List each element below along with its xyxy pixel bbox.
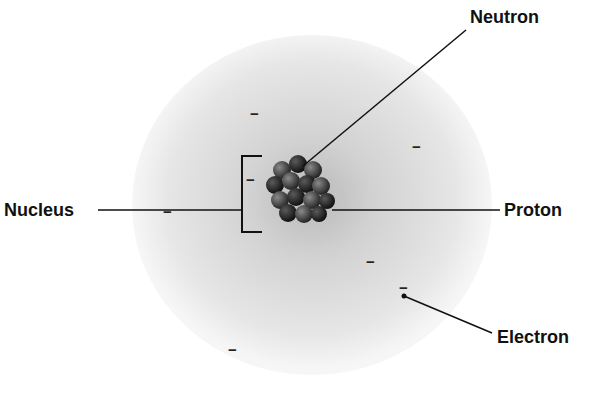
nucleus-bracket	[242, 156, 262, 232]
electron-charge: −	[228, 342, 237, 357]
leader-line	[303, 30, 466, 166]
electron-charge: −	[399, 280, 408, 295]
leader-line	[404, 296, 492, 333]
electron-charge: −	[412, 139, 421, 154]
part-label: Electron	[497, 328, 569, 346]
electron-cloud	[132, 35, 492, 375]
part-label: Proton	[504, 201, 562, 219]
electron-charge: −	[246, 172, 255, 187]
electron-charge: −	[163, 204, 172, 219]
electron-charge: −	[366, 254, 375, 269]
electron-charge: −	[250, 106, 259, 121]
leader-line	[332, 209, 500, 211]
nucleus-cluster	[266, 155, 335, 223]
part-label: Nucleus	[4, 201, 74, 219]
part-label: Neutron	[470, 8, 539, 26]
